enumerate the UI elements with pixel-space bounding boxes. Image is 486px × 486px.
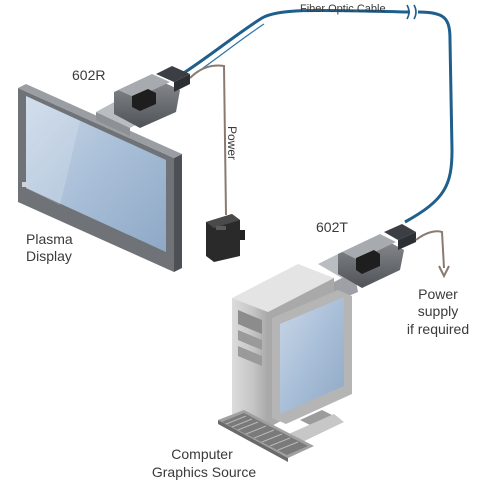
plasma-display-icon	[18, 84, 182, 272]
monitor-icon	[272, 290, 352, 446]
cable-break-icon	[406, 4, 417, 20]
power-cable-transmitter	[415, 230, 450, 279]
supply-label-line3: if required	[407, 321, 469, 337]
source-label-line2: Graphics Source	[152, 464, 256, 480]
transmitter-602t-icon	[318, 224, 416, 302]
keyboard-icon	[218, 410, 314, 462]
fiber-optic-label: Fiber Optic Cable	[300, 3, 386, 15]
source-label-line1: Computer	[171, 446, 233, 462]
supply-label-line1: Power	[418, 286, 458, 302]
display-label-line2: Display	[26, 248, 72, 264]
power-label: Power	[225, 126, 239, 160]
fiber-optic-cable	[175, 4, 454, 224]
power-adapter-icon	[206, 214, 245, 262]
receiver-602r-icon	[96, 66, 190, 136]
receiver-label: 602R	[72, 67, 105, 83]
display-label-line1: Plasma	[26, 231, 73, 247]
arrow-down-icon	[438, 265, 450, 279]
power-cable-receiver	[189, 64, 227, 216]
supply-label-line2: supply	[418, 303, 458, 319]
transmitter-label: 602T	[316, 219, 348, 235]
